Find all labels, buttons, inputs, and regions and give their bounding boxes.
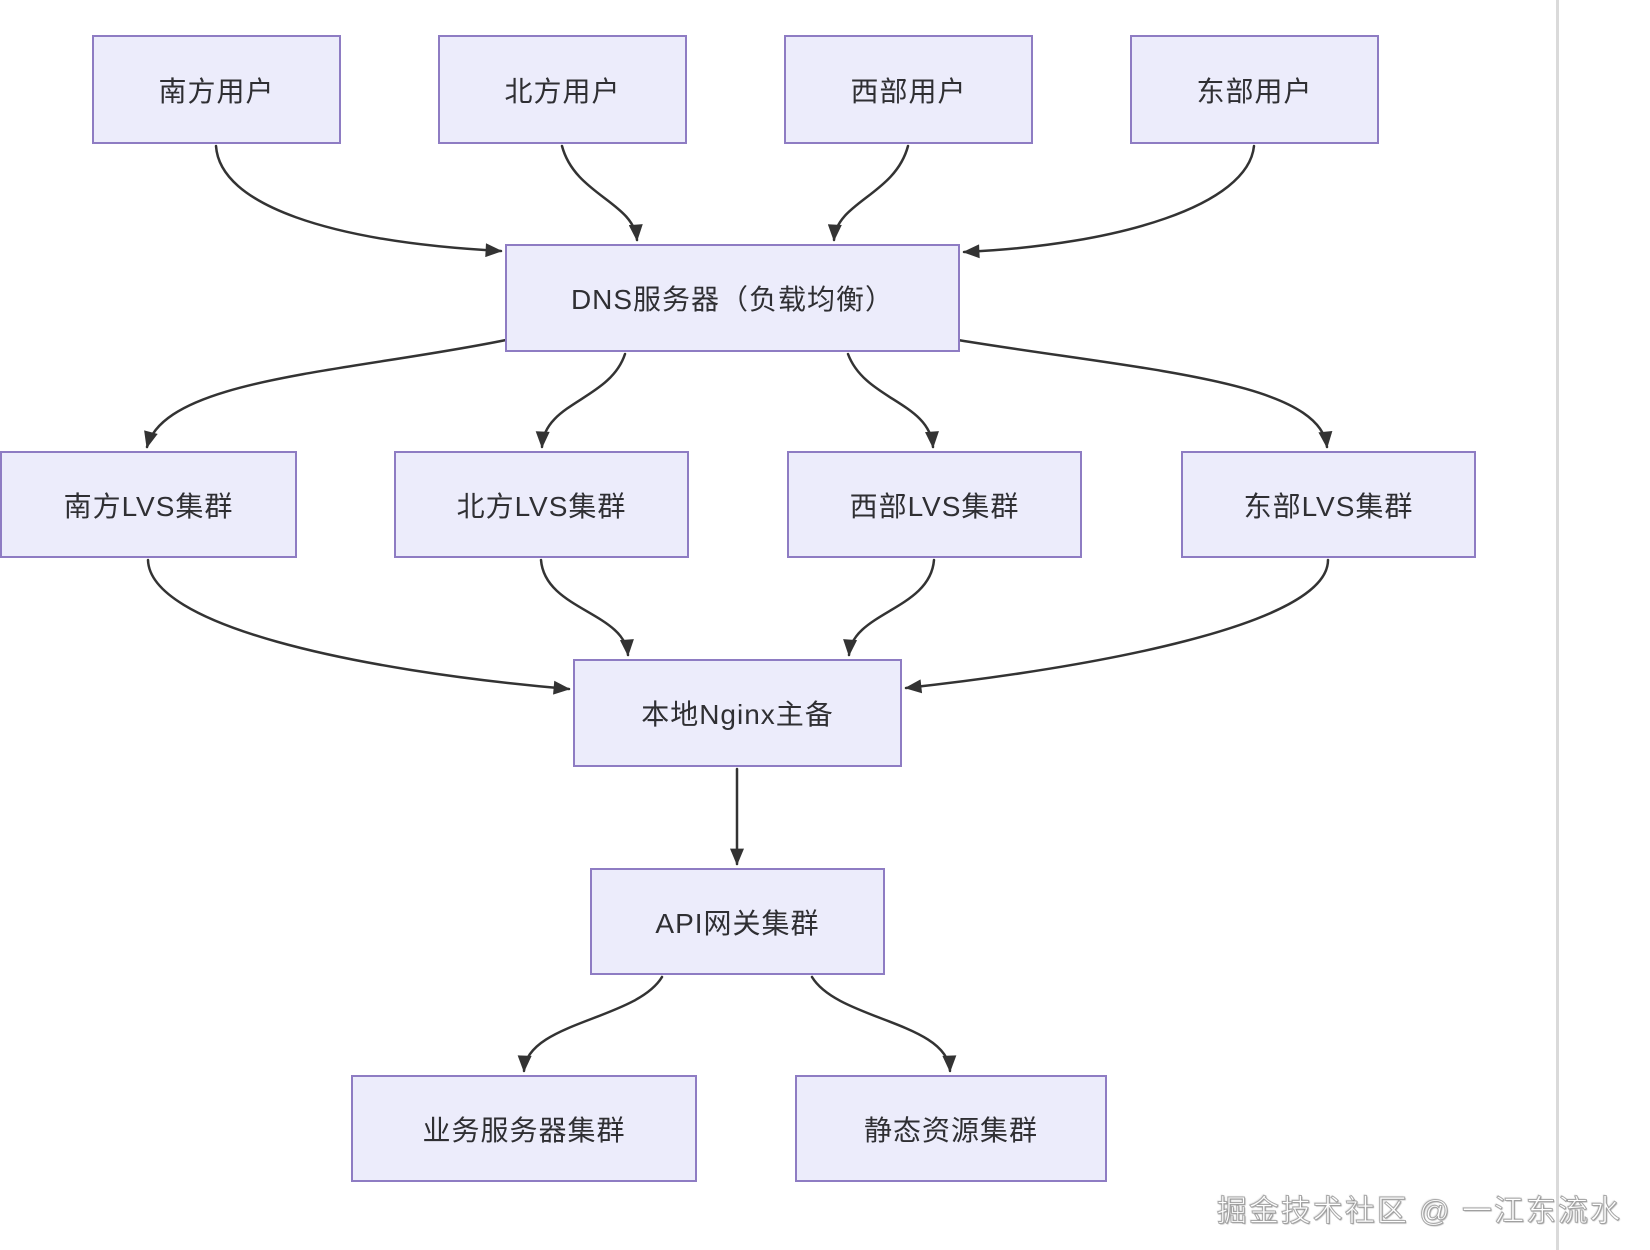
node-biz-cluster: 业务服务器集群 (351, 1075, 697, 1182)
node-lvs-west: 西部LVS集群 (787, 451, 1082, 558)
edge-api-gateway-to-static-cluster (810, 975, 957, 1073)
node-user-north-label: 北方用户 (504, 75, 621, 107)
node-user-south-label: 南方用户 (158, 75, 275, 107)
edge-user-east-to-dns (962, 144, 1256, 259)
edge-dns-to-lvs-east (956, 338, 1333, 449)
edge-api-gateway-to-biz-cluster (517, 975, 664, 1073)
node-user-west-label: 西部用户 (850, 75, 967, 107)
node-lvs-north-label: 北方LVS集群 (456, 490, 627, 522)
edge-user-south-to-dns (214, 144, 503, 258)
edge-dns-to-lvs-west (846, 352, 939, 449)
node-nginx-ha: 本地Nginx主备 (573, 659, 902, 767)
page-divider-line (1556, 0, 1559, 1250)
node-user-east: 东部用户 (1130, 35, 1379, 144)
edge-lvs-west-to-nginx (843, 558, 936, 657)
node-user-south: 南方用户 (92, 35, 341, 144)
node-lvs-north: 北方LVS集群 (394, 451, 689, 558)
edge-dns-to-lvs-south (144, 338, 508, 449)
node-api-gateway: API网关集群 (590, 868, 885, 975)
node-user-west: 西部用户 (784, 35, 1033, 144)
edge-user-north-to-dns (560, 144, 643, 242)
node-dns-label: DNS服务器（负载均衡） (570, 284, 895, 315)
edge-user-west-to-dns (827, 144, 910, 242)
node-lvs-south-label: 南方LVS集群 (63, 490, 234, 522)
node-nginx-ha-label: 本地Nginx主备 (641, 699, 834, 730)
edge-dns-to-lvs-north (535, 352, 627, 449)
node-lvs-east-label: 东部LVS集群 (1243, 490, 1414, 522)
node-lvs-south: 南方LVS集群 (0, 451, 297, 558)
node-static-cluster-label: 静态资源集群 (863, 1114, 1038, 1146)
watermark: 掘金技术社区 @ 一江东流水 (1216, 1195, 1622, 1229)
edge-lvs-east-to-nginx (904, 558, 1330, 694)
edge-lvs-north-to-nginx (539, 558, 634, 657)
node-biz-cluster-label: 业务服务器集群 (422, 1114, 626, 1146)
node-user-north: 北方用户 (438, 35, 687, 144)
node-static-cluster: 静态资源集群 (795, 1075, 1107, 1182)
node-api-gateway-label: API网关集群 (655, 907, 820, 939)
node-lvs-east: 东部LVS集群 (1181, 451, 1476, 558)
edge-lvs-south-to-nginx (146, 558, 571, 695)
node-user-east-label: 东部用户 (1196, 75, 1313, 107)
node-lvs-west-label: 西部LVS集群 (849, 490, 1020, 522)
node-dns: DNS服务器（负载均衡） (505, 244, 960, 352)
